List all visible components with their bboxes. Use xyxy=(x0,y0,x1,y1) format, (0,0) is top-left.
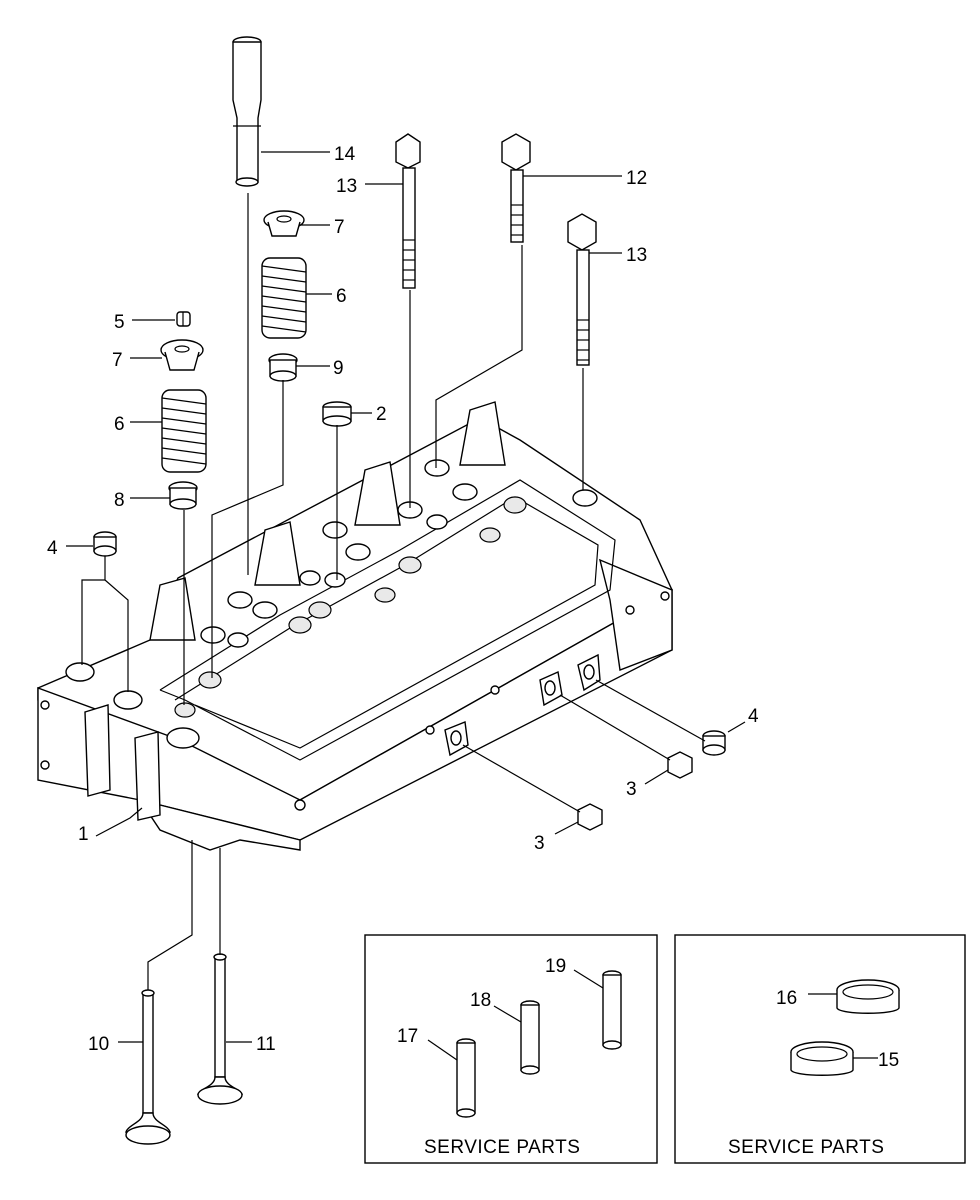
callout-6-left: 6 xyxy=(114,414,125,435)
callout-3-lower: 3 xyxy=(534,833,545,854)
callout-4-right: 4 xyxy=(748,706,759,727)
seat-ring-15 xyxy=(790,1041,854,1076)
service-parts-label-left: SERVICE PARTS xyxy=(424,1137,580,1158)
callout-13-right: 13 xyxy=(626,245,647,266)
intake-valve-10 xyxy=(125,989,171,1145)
plug-3-upper xyxy=(667,751,693,779)
callout-7-left: 7 xyxy=(112,350,123,371)
spring-retainer-7-left xyxy=(160,339,204,371)
callout-19: 19 xyxy=(545,956,566,977)
seat-ring-16 xyxy=(836,979,900,1014)
insert-18 xyxy=(520,1000,540,1075)
head-bolt-12 xyxy=(501,133,531,243)
callout-5: 5 xyxy=(114,312,125,333)
callout-14: 14 xyxy=(334,144,356,165)
callout-2: 2 xyxy=(376,404,387,425)
callout-13-left: 13 xyxy=(336,176,357,197)
valve-seat-insert-2 xyxy=(322,401,352,427)
callouts: 14 13 12 13 7 6 9 2 5 7 6 8 4 1 4 3 3 10… xyxy=(47,144,899,1071)
service-parts-label-right: SERVICE PARTS xyxy=(728,1137,884,1158)
head-bolt-13-right xyxy=(567,213,597,366)
plug-3-lower xyxy=(577,803,603,831)
valve-keeper-5 xyxy=(176,311,191,327)
callout-11: 11 xyxy=(256,1034,276,1055)
callout-15: 15 xyxy=(878,1050,899,1071)
callout-17: 17 xyxy=(397,1026,418,1047)
injector-sleeve-14 xyxy=(232,36,262,187)
valve-stem-seal-9 xyxy=(268,353,298,382)
insert-17 xyxy=(456,1038,476,1118)
callout-10: 10 xyxy=(88,1034,109,1055)
callout-3-upper: 3 xyxy=(626,779,637,800)
head-bolt-13-left xyxy=(395,133,421,289)
callout-9: 9 xyxy=(333,358,344,379)
valve-spring-6-left xyxy=(161,389,207,473)
valve-spring-6-top xyxy=(261,257,307,339)
plug-4-right xyxy=(702,730,726,756)
spring-retainer-7-top xyxy=(263,210,305,237)
callout-8: 8 xyxy=(114,490,125,511)
callout-6-top: 6 xyxy=(336,286,347,307)
exhaust-valve-11 xyxy=(196,953,244,1105)
callout-4-left: 4 xyxy=(47,538,58,559)
plug-4-top xyxy=(93,531,117,557)
insert-19 xyxy=(602,970,622,1050)
callout-12: 12 xyxy=(626,168,647,189)
callout-16: 16 xyxy=(776,988,797,1009)
valve-stem-seal-8 xyxy=(168,481,198,510)
service-parts-box-left xyxy=(364,934,658,1164)
callout-1: 1 xyxy=(78,824,89,845)
leader-lines xyxy=(66,151,746,1043)
cylinder-head xyxy=(37,401,673,851)
callout-18: 18 xyxy=(470,990,491,1011)
callout-7-top: 7 xyxy=(334,217,345,238)
service-parts-box-right xyxy=(674,934,966,1164)
